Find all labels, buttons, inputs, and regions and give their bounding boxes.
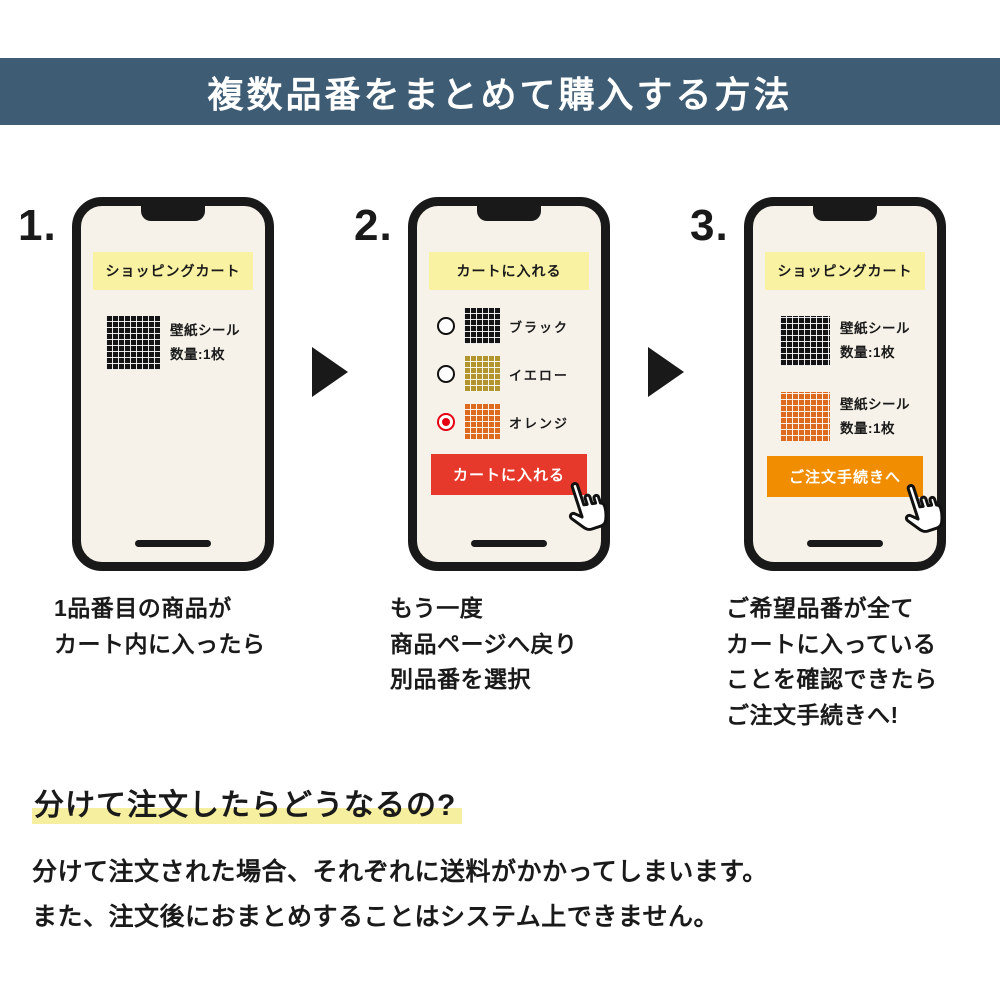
color-option-label: ブラック <box>509 319 570 335</box>
step-2-caption: もう一度 商品ページへ戻り 別品番を選択 <box>390 595 578 693</box>
note-line-2: また、注文後におまとめすることはシステム上できません。 <box>32 902 720 931</box>
phone-mockup-1: ショッピングカート 壁紙シール 数量:1枚 <box>72 197 274 571</box>
cart-banner-1: ショッピングカート <box>93 252 253 290</box>
step-1-number: 1. <box>18 201 57 250</box>
arrow-right-icon <box>648 347 684 397</box>
radio-selected-icon[interactable] <box>437 413 455 431</box>
page-title-banner: 複数品番をまとめて購入する方法 <box>0 58 1000 125</box>
phone-notch <box>141 205 205 221</box>
cart-banner-3: ショッピングカート <box>765 252 925 290</box>
product-swatch-yellow <box>464 356 500 392</box>
color-option-orange[interactable]: オレンジ <box>437 404 601 440</box>
item-qty: 数量:1枚 <box>840 345 896 360</box>
product-swatch-black <box>464 308 500 344</box>
phone-home-bar <box>135 540 211 547</box>
cart-item-row: 壁紙シール 数量:1枚 <box>81 316 265 370</box>
add-to-cart-button-label: カートに入れる <box>452 467 565 484</box>
add-to-cart-banner: カートに入れる <box>429 252 589 290</box>
note-body: 分けて注文された場合、それぞれに送料がかかってしまいます。 また、注文後におまと… <box>32 850 968 940</box>
cart-item-row: 壁紙シール 数量:1枚 <box>753 392 937 442</box>
color-option-yellow[interactable]: イエロー <box>437 356 601 392</box>
phone-home-bar <box>807 540 883 547</box>
checkout-button[interactable]: ご注文手続きへ <box>767 456 944 533</box>
checkout-button-label: ご注文手続きへ <box>788 469 901 486</box>
cart-item-text: 壁紙シール 数量:1枚 <box>840 317 910 366</box>
product-swatch-black <box>780 316 830 366</box>
note-section: 分けて注文したらどうなるの? 分けて注文された場合、それぞれに送料がかかってしま… <box>32 780 968 940</box>
item-name: 壁紙シール <box>840 396 910 412</box>
color-option-label: イエロー <box>509 367 569 383</box>
cart-item-row: 壁紙シール 数量:1枚 <box>753 316 937 366</box>
cart-item-text: 壁紙シール 数量:1枚 <box>170 319 240 368</box>
color-option-label: オレンジ <box>509 415 570 431</box>
item-qty: 数量:1枚 <box>840 421 896 436</box>
product-swatch-black <box>106 316 160 370</box>
step-2-number: 2. <box>354 201 393 250</box>
phone-mockup-2: カートに入れる ブラック イエロー <box>408 197 610 571</box>
step-3-number: 3. <box>690 201 729 250</box>
step-3: 3. ショッピングカート 壁紙シール 数量:1枚 壁紙シール <box>690 197 982 734</box>
step-1: 1. ショッピングカート 壁紙シール 数量:1枚 1品番目の商品が カート内に入… <box>18 197 310 662</box>
cart-item-text: 壁紙シール 数量:1枚 <box>840 393 910 442</box>
step-2-top: 2. カートに入れる ブラック イエロー <box>354 197 646 571</box>
step-3-caption: ご希望品番が全て カートに入っている ことを確認できたら ご注文手続きへ! <box>726 595 938 728</box>
product-swatch-orange <box>464 404 500 440</box>
note-heading: 分けて注文したらどうなるの? <box>32 788 463 824</box>
cursor-hand-icon <box>568 482 608 531</box>
note-line-1: 分けて注文された場合、それぞれに送料がかかってしまいます。 <box>32 857 768 886</box>
steps-row: 1. ショッピングカート 壁紙シール 数量:1枚 1品番目の商品が カート内に入… <box>0 197 1000 734</box>
step-1-top: 1. ショッピングカート 壁紙シール 数量:1枚 <box>18 197 310 571</box>
phone-notch <box>813 205 877 221</box>
product-swatch-orange <box>780 392 830 442</box>
color-option-black[interactable]: ブラック <box>437 308 601 344</box>
add-to-cart-button[interactable]: カートに入れる <box>431 454 608 531</box>
page-title: 複数品番をまとめて購入する方法 <box>207 73 793 115</box>
item-name: 壁紙シール <box>170 322 240 338</box>
item-name: 壁紙シール <box>840 320 910 336</box>
step-1-caption: 1品番目の商品が カート内に入ったら <box>54 595 266 657</box>
step-3-top: 3. ショッピングカート 壁紙シール 数量:1枚 壁紙シール <box>690 197 982 571</box>
cursor-hand-icon <box>904 484 944 533</box>
step-2: 2. カートに入れる ブラック イエロー <box>354 197 646 698</box>
arrow-right-icon <box>312 347 348 397</box>
phone-mockup-3: ショッピングカート 壁紙シール 数量:1枚 壁紙シール 数量:1枚 <box>744 197 946 571</box>
phone-notch <box>477 205 541 221</box>
radio-unselected-icon[interactable] <box>437 365 455 383</box>
radio-unselected-icon[interactable] <box>437 317 455 335</box>
color-options: ブラック イエロー オレンジ <box>437 308 601 440</box>
phone-home-bar <box>471 540 547 547</box>
item-qty: 数量:1枚 <box>170 347 226 362</box>
